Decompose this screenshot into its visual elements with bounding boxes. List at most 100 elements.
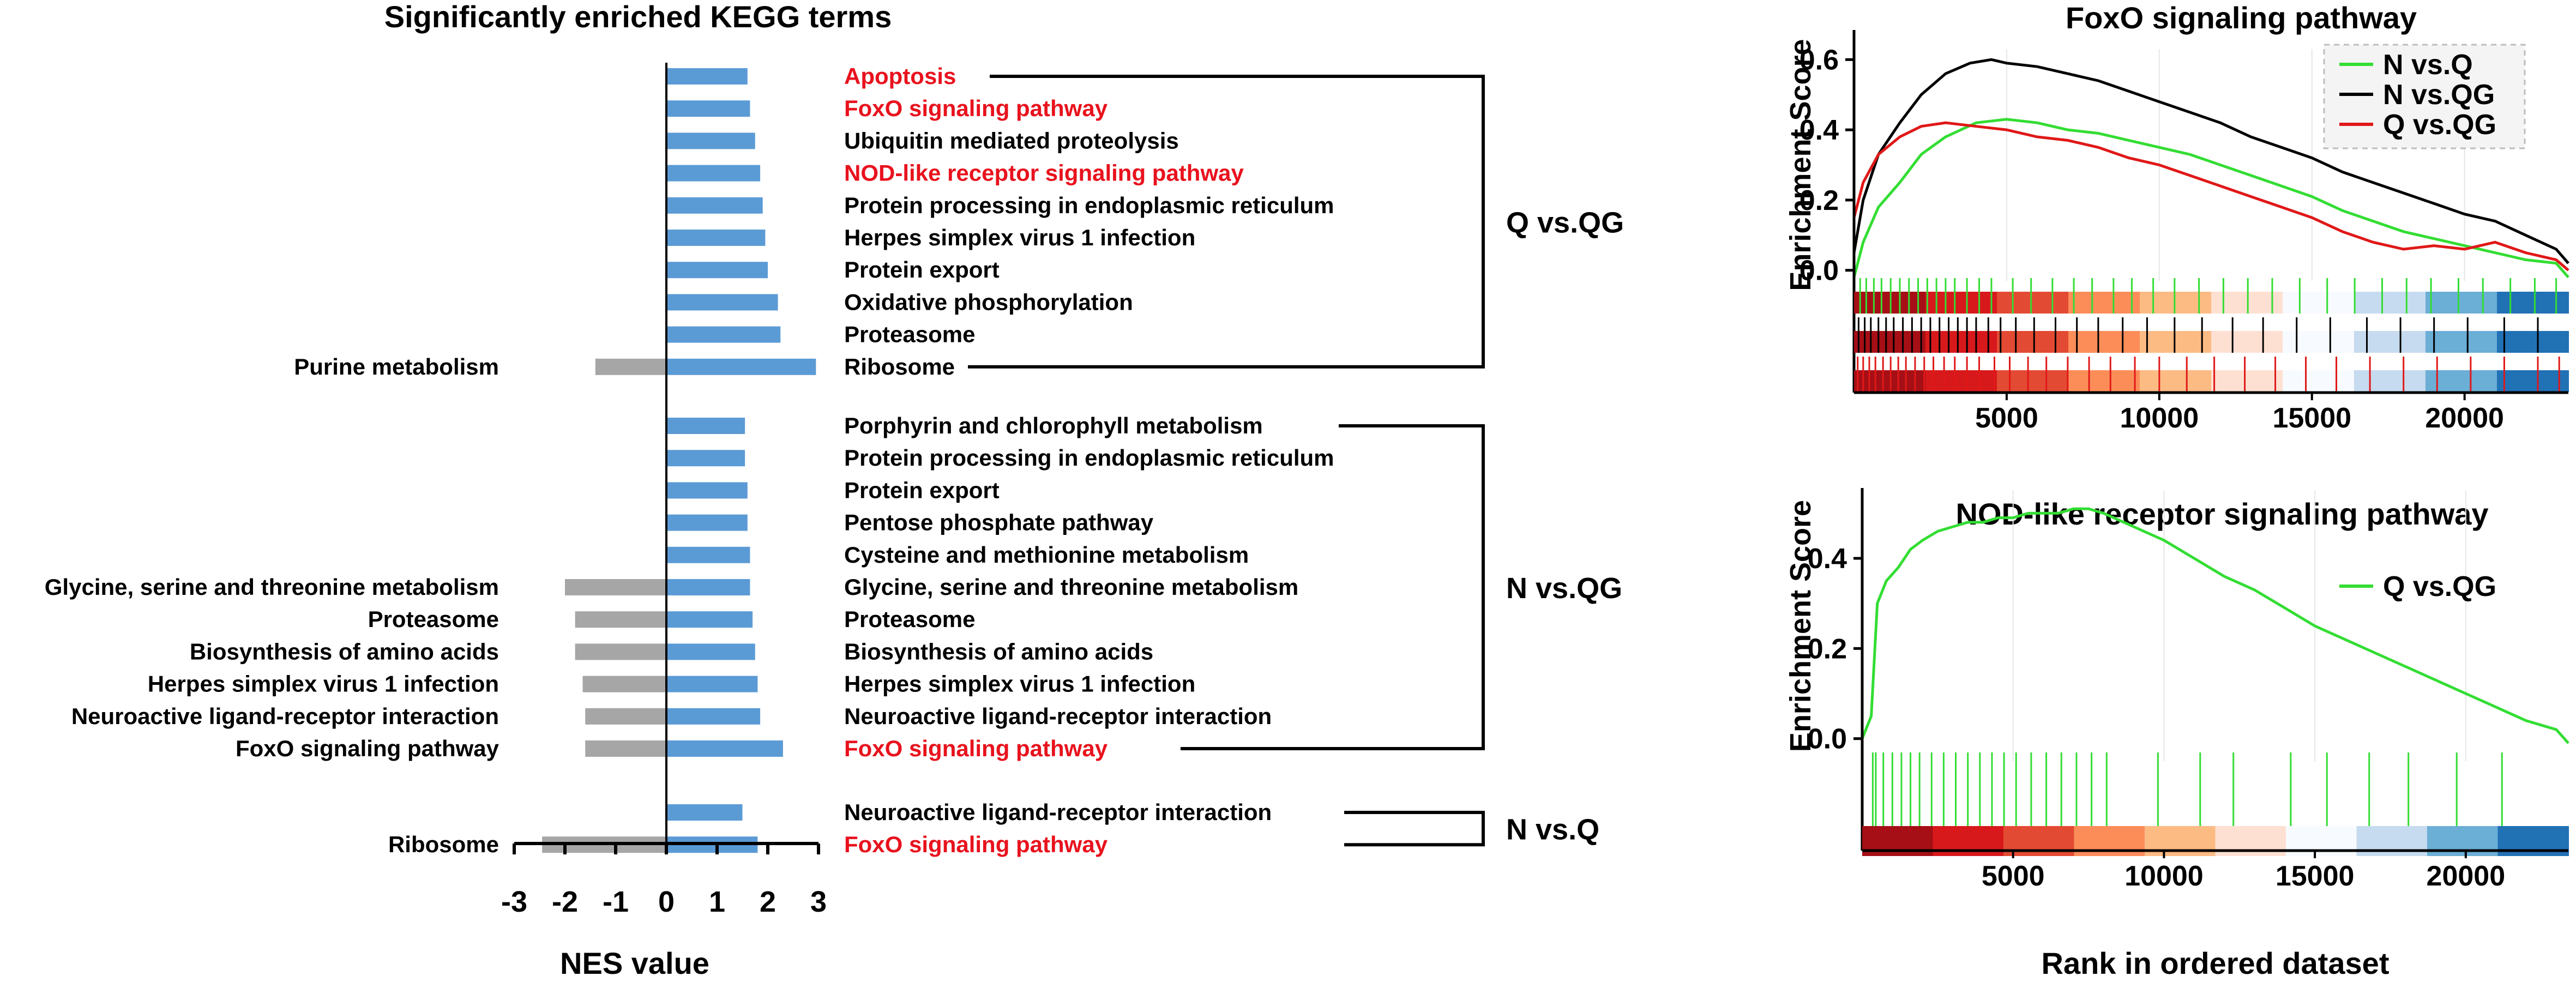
legend-box bbox=[2323, 44, 2526, 149]
nes-bar-positive bbox=[666, 546, 750, 563]
y-tick-label: 0.2 bbox=[1799, 185, 1839, 216]
up-term-label: Protein export bbox=[844, 477, 1000, 503]
rank-heatmap-cell bbox=[1854, 331, 1926, 353]
nes-bar-negative bbox=[582, 676, 666, 692]
group-label: N vs.QG bbox=[1506, 572, 1622, 605]
enrichment-curve bbox=[1852, 121, 2569, 272]
rank-heatmap-cell bbox=[2354, 331, 2426, 353]
nes-bar-positive bbox=[666, 579, 750, 595]
legend-label: Q vs.QG bbox=[2383, 571, 2496, 603]
gsea-nod-like-plot: NOD-like receptor signaling pathway0.00.… bbox=[1784, 488, 2569, 980]
x-tick-label: 10000 bbox=[2124, 860, 2204, 892]
x-tick-label: 2 bbox=[760, 885, 776, 918]
nes-bar-positive bbox=[666, 230, 766, 246]
x-tick-label: 15000 bbox=[2276, 860, 2355, 892]
nes-bar-positive bbox=[666, 450, 745, 467]
up-term-label: Ubiquitin mediated proteolysis bbox=[844, 128, 1179, 153]
rank-heatmap-cell bbox=[1925, 292, 1997, 314]
up-term-label: NOD-like receptor signaling pathway bbox=[844, 160, 1244, 186]
rank-heatmap-cell bbox=[2068, 331, 2140, 353]
x-tick-label: 5000 bbox=[1982, 860, 2045, 892]
down-term-label: Proteasome bbox=[368, 606, 499, 632]
rank-heatmap-cell bbox=[2283, 331, 2355, 353]
y-tick-label: 0.0 bbox=[1808, 724, 1847, 755]
group-label: N vs.Q bbox=[1506, 814, 1599, 846]
y-tick-label: 0.6 bbox=[1799, 44, 1839, 76]
rank-heatmap-cell bbox=[1997, 370, 2069, 392]
up-term-label: Porphyrin and chlorophyll metabolism bbox=[844, 413, 1263, 438]
rank-heatmap-cell bbox=[2140, 292, 2212, 314]
x-tick-label: 0 bbox=[658, 885, 675, 918]
enrichment-curve bbox=[1861, 507, 2569, 744]
nes-bar-negative bbox=[585, 740, 666, 757]
down-term-label: Biosynthesis of amino acids bbox=[190, 638, 499, 664]
nes-bar-positive bbox=[666, 482, 748, 499]
rank-heatmap-cell bbox=[2425, 292, 2497, 314]
y-axis-label: Enrichment Score bbox=[1784, 39, 1817, 291]
group-bracket bbox=[1344, 811, 1485, 847]
nes-bar-positive bbox=[666, 68, 748, 85]
up-term-label: FoxO signaling pathway bbox=[844, 736, 1108, 761]
rank-heatmap-cell bbox=[1925, 370, 1997, 392]
up-term-label: Oxidative phosphorylation bbox=[844, 289, 1133, 315]
rank-heatmap-cell bbox=[2497, 370, 2569, 392]
rank-heatmap-cell bbox=[2140, 331, 2212, 353]
down-term-label: Ribosome bbox=[388, 832, 499, 857]
nes-bar-positive bbox=[666, 611, 753, 628]
legend: Q vs.QG bbox=[2339, 571, 2496, 603]
rank-heatmap-cell bbox=[2283, 292, 2355, 314]
up-term-label: Biosynthesis of amino acids bbox=[844, 638, 1153, 664]
x-tick-label: 1 bbox=[709, 885, 725, 918]
up-term-label: Apoptosis bbox=[844, 63, 956, 89]
up-term-label: Neuroactive ligand-receptor interaction bbox=[844, 703, 1272, 729]
down-term-label: FoxO signaling pathway bbox=[236, 736, 499, 761]
nes-bar-negative bbox=[575, 611, 666, 628]
rank-heatmap-cell bbox=[2425, 331, 2497, 353]
rank-heatmap-cell bbox=[2068, 292, 2140, 314]
up-term-label: Ribosome bbox=[844, 354, 955, 379]
plot-title: FoxO signaling pathway bbox=[2066, 1, 2417, 35]
y-tick-label: 0.4 bbox=[1808, 543, 1847, 575]
rank-heatmap-cell bbox=[2283, 370, 2355, 392]
nes-bar-positive bbox=[666, 100, 750, 117]
up-term-label: Herpes simplex virus 1 infection bbox=[844, 671, 1195, 697]
legend: N vs.QN vs.QGQ vs.QG bbox=[2323, 44, 2526, 149]
x-tick-label: 5000 bbox=[1975, 402, 2038, 434]
up-term-label: Proteasome bbox=[844, 606, 975, 632]
kegg-bar-chart: Significantly enriched KEGG terms Apopto… bbox=[45, 0, 1624, 980]
nes-bar-positive bbox=[666, 643, 755, 660]
x-tick-label: 3 bbox=[810, 885, 827, 918]
nes-bar-positive bbox=[666, 326, 781, 343]
up-term-label: Herpes simplex virus 1 infection bbox=[844, 225, 1195, 250]
rank-heatmap-cell bbox=[2354, 292, 2426, 314]
x-tick-label: -1 bbox=[603, 885, 629, 918]
group-bracket bbox=[968, 75, 1485, 369]
x-tick-label: 20000 bbox=[2425, 402, 2504, 434]
up-term-label: Proteasome bbox=[844, 322, 975, 347]
rank-heatmap-cell bbox=[2211, 370, 2283, 392]
legend-label: Q vs.QG bbox=[2383, 109, 2496, 141]
rank-heatmap-cell bbox=[1997, 331, 2069, 353]
bar-marks bbox=[542, 68, 816, 853]
rank-heatmap-cell bbox=[2497, 331, 2569, 353]
down-term-label: Neuroactive ligand-receptor interaction bbox=[71, 703, 499, 729]
y-tick-label: 0.0 bbox=[1799, 255, 1839, 287]
up-term-label: FoxO signaling pathway bbox=[844, 95, 1108, 121]
nes-bar-positive bbox=[666, 165, 761, 182]
up-term-label: Protein processing in endoplasmic reticu… bbox=[844, 192, 1334, 218]
nes-bar-negative bbox=[575, 643, 666, 660]
nes-bar-positive bbox=[666, 132, 755, 149]
nes-bar-negative bbox=[565, 579, 666, 595]
y-tick-label: 0.4 bbox=[1799, 115, 1839, 146]
x-tick-label: 20000 bbox=[2427, 860, 2506, 892]
figure-title: Significantly enriched KEGG terms bbox=[384, 0, 892, 34]
x-tick-label: 15000 bbox=[2272, 402, 2351, 434]
nes-bar-positive bbox=[666, 514, 748, 531]
up-term-label: Glycine, serine and threonine metabolism bbox=[844, 574, 1298, 600]
x-tick-label: -3 bbox=[501, 885, 527, 918]
rank-heatmap-cell bbox=[1997, 292, 2069, 314]
up-term-label: Cysteine and methionine metabolism bbox=[844, 542, 1249, 568]
